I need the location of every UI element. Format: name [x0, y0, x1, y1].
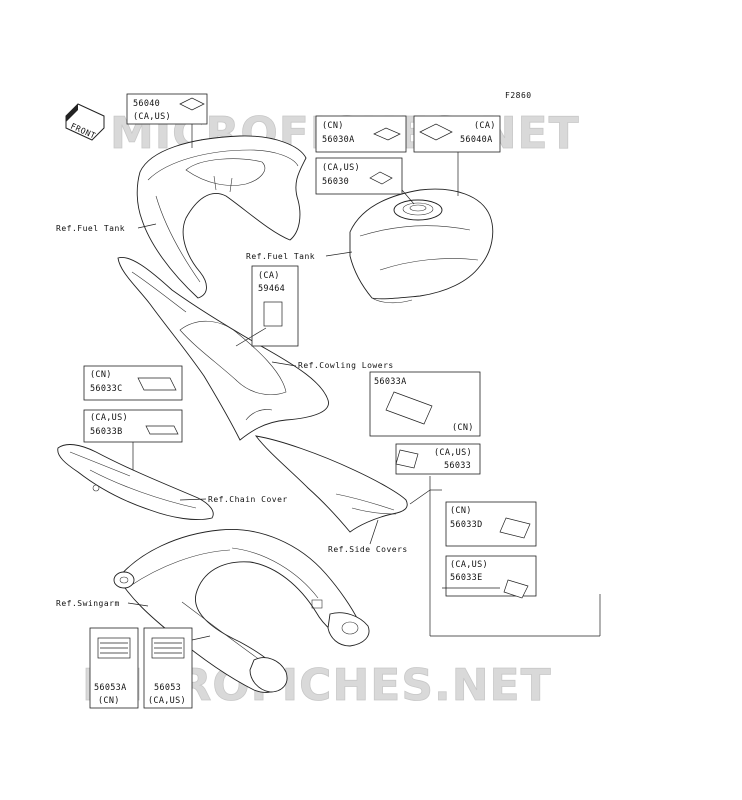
callout-56053A[interactable]: 56053A (CN)	[89, 627, 139, 709]
svg-text:56033D: 56033D	[450, 520, 483, 530]
svg-text:56033C: 56033C	[90, 384, 123, 394]
callout-56030A[interactable]: (CN) 56030A	[315, 115, 407, 153]
side-cover	[254, 435, 408, 533]
ref-side-covers: Ref.Side Covers	[328, 545, 408, 554]
callout-59464[interactable]: (CA) 59464	[235, 265, 299, 347]
cowling-lower	[117, 256, 329, 441]
figure-code: F2860	[505, 91, 532, 100]
swingarm	[113, 529, 370, 693]
front-arrow-icon: FRONT	[65, 103, 105, 141]
svg-text:(CA,US): (CA,US)	[322, 163, 360, 173]
callout-56040A[interactable]: (CA) 56040A	[413, 115, 501, 196]
svg-text:56033E: 56033E	[450, 573, 483, 583]
callout-56033B[interactable]: (CA,US) 56033B	[83, 409, 183, 484]
svg-text:(CN): (CN)	[450, 506, 472, 516]
callout-56033C[interactable]: (CN) 56033C	[83, 365, 183, 401]
svg-text:(CA,US): (CA,US)	[90, 413, 128, 423]
svg-text:(CN): (CN)	[452, 423, 474, 433]
ref-swingarm: Ref.Swingarm	[56, 599, 120, 608]
callout-56033D[interactable]: (CN) 56033D	[445, 501, 537, 547]
callout-56053[interactable]: 56053 (CA,US)	[143, 627, 211, 709]
svg-text:56033: 56033	[444, 461, 471, 471]
svg-text:(CA): (CA)	[474, 121, 496, 131]
svg-text:(CA,US): (CA,US)	[133, 112, 171, 122]
ref-chain-cover: Ref.Chain Cover	[208, 495, 288, 504]
svg-text:(CN): (CN)	[98, 696, 120, 706]
svg-text:(CA,US): (CA,US)	[450, 560, 488, 570]
svg-text:(CA,US): (CA,US)	[434, 448, 472, 458]
ref-fuel-tank-right: Ref.Fuel Tank	[246, 252, 315, 261]
svg-text:(CA,US): (CA,US)	[148, 696, 186, 706]
svg-text:(CA): (CA)	[258, 271, 280, 281]
ref-cowling-lowers: Ref.Cowling Lowers	[298, 361, 394, 370]
callout-56033E[interactable]: (CA,US) 56033E	[442, 555, 537, 599]
callout-56030[interactable]: (CA,US) 56030	[315, 157, 415, 205]
svg-text:56040A: 56040A	[460, 135, 493, 145]
svg-text:56030A: 56030A	[322, 135, 355, 145]
fuel-tank-cover	[136, 135, 307, 299]
svg-text:56053A: 56053A	[94, 683, 127, 693]
ref-fuel-tank-left: Ref.Fuel Tank	[56, 224, 125, 233]
svg-text:(CN): (CN)	[322, 121, 344, 131]
svg-text:56040: 56040	[133, 99, 160, 109]
callout-56040[interactable]: 56040 (CA,US)	[126, 93, 208, 148]
svg-text:(CN): (CN)	[90, 370, 112, 380]
bracket-lines	[409, 476, 601, 637]
chain-cover	[57, 444, 214, 520]
callout-56033[interactable]: (CA,US) 56033	[395, 443, 481, 475]
callout-56033A[interactable]: 56033A (CN)	[369, 371, 481, 437]
svg-text:59464: 59464	[258, 284, 285, 294]
svg-text:56033A: 56033A	[374, 377, 407, 387]
fuel-tank	[349, 188, 494, 304]
svg-text:56053: 56053	[154, 683, 181, 693]
svg-text:56030: 56030	[322, 177, 349, 187]
svg-text:56033B: 56033B	[90, 427, 123, 437]
